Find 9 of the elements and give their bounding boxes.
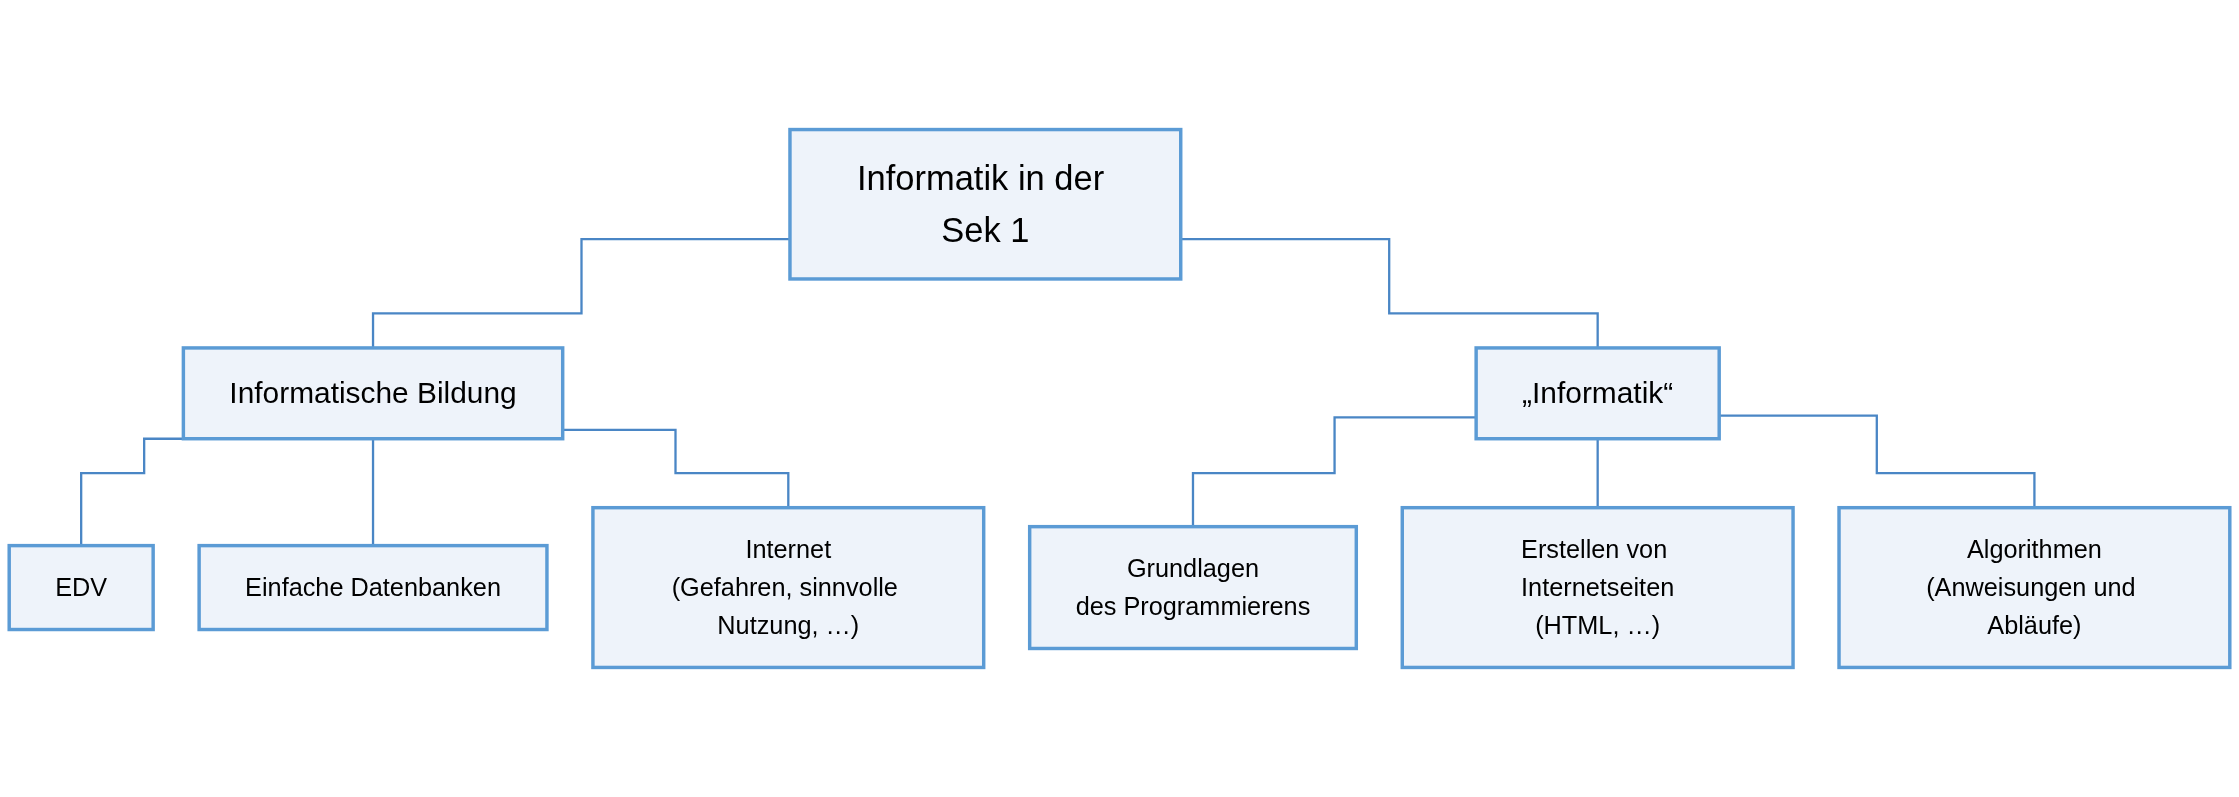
node-box: Informatik in der Sek 1 <box>788 127 1183 281</box>
node-box: Einfache Datenbanken <box>197 543 549 632</box>
node-box: Grundlagen des Programmierens <box>1027 524 1359 651</box>
node-box: Internet (Gefahren, sinnvolle Nutzung, …) <box>591 505 986 670</box>
node-box: Erstellen von Internetseiten (HTML, …) <box>1400 505 1795 670</box>
node-box: „Informatik“ <box>1474 346 1721 441</box>
node-box: Informatische Bildung <box>181 346 565 441</box>
node-box: Algorithmen (Anweisungen und Abläufe) <box>1837 505 2232 670</box>
node-box: EDV <box>7 543 155 632</box>
